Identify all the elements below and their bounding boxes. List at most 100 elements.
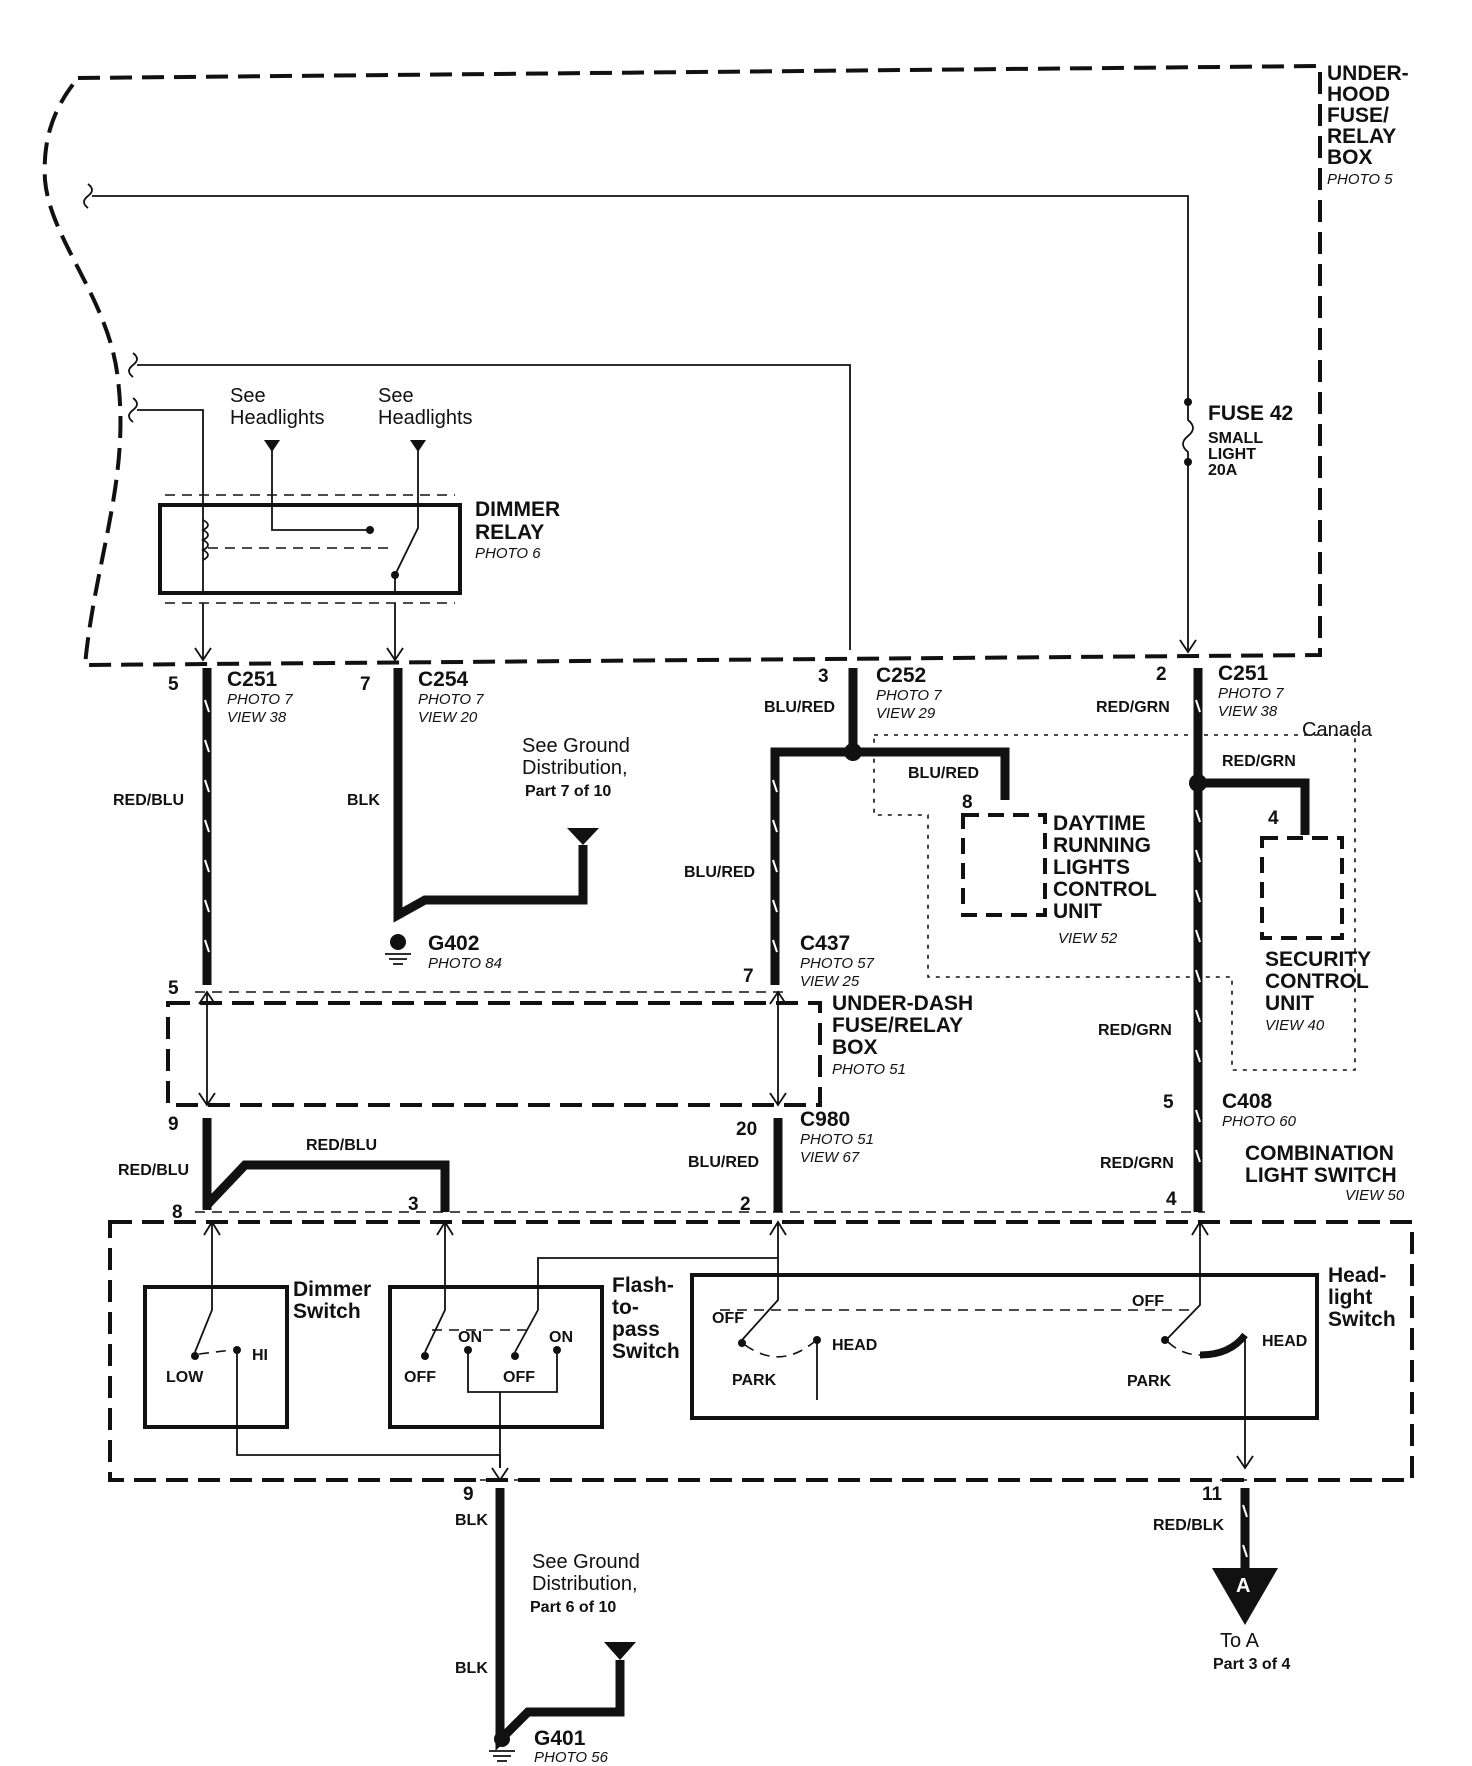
svg-text:3: 3 xyxy=(818,666,829,687)
dimmer-switch-arrow xyxy=(203,1220,221,1236)
svg-text:C254: C254 xyxy=(418,668,469,691)
flash-off-2: OFF xyxy=(503,1369,535,1386)
headlight-arrow-right xyxy=(1191,1220,1209,1236)
underhood-box-label: UNDER- HOOD FUSE/ RELAY BOX PHOTO 5 xyxy=(1327,62,1409,188)
connector-c408: 5 C408 PHOTO 60 xyxy=(1163,1090,1297,1130)
svg-text:SMALL: SMALL xyxy=(1208,430,1263,447)
svg-text:CONTROL: CONTROL xyxy=(1053,878,1157,901)
underdash-internal-blu-red xyxy=(769,990,787,1107)
dimmer-switch-box xyxy=(143,1285,289,1429)
svg-text:RELAY: RELAY xyxy=(475,521,544,544)
svg-text:Flash-: Flash- xyxy=(612,1274,674,1297)
svg-text:UNDER-DASH: UNDER-DASH xyxy=(832,992,973,1015)
relay-contact-2 xyxy=(391,571,399,579)
svg-text:5: 5 xyxy=(1163,1092,1174,1113)
wire-red-blk-ticks xyxy=(1242,1504,1248,1558)
connector-c437: C437 PHOTO 57 VIEW 25 7 xyxy=(743,932,875,990)
feed-line-low xyxy=(137,409,204,495)
svg-text:PHOTO 60: PHOTO 60 xyxy=(1222,1113,1297,1130)
svg-text:VIEW 38: VIEW 38 xyxy=(227,709,287,726)
svg-text:Distribution,: Distribution, xyxy=(522,757,628,779)
feed-line-mid xyxy=(137,364,851,650)
svg-text:To A: To A xyxy=(1220,1630,1260,1652)
svg-text:FUSE/RELAY: FUSE/RELAY xyxy=(832,1014,963,1037)
svg-text:Switch: Switch xyxy=(293,1300,361,1323)
svg-text:VIEW 67: VIEW 67 xyxy=(800,1149,860,1166)
svg-text:FUSE/: FUSE/ xyxy=(1327,104,1389,127)
label-red-blu-3: RED/BLU xyxy=(306,1137,377,1154)
svg-text:BOX: BOX xyxy=(1327,146,1373,169)
svg-text:C251: C251 xyxy=(1218,662,1269,685)
combo-switch-outline xyxy=(108,1220,1414,1482)
svg-text:See Ground: See Ground xyxy=(532,1551,640,1573)
see-headlights-right: See Headlights xyxy=(378,385,473,429)
headlight-switch-wiring-right xyxy=(1167,1222,1246,1468)
svg-text:COMBINATION: COMBINATION xyxy=(1245,1142,1394,1165)
svg-text:DIMMER: DIMMER xyxy=(475,498,560,521)
wire-red-grn-to-security xyxy=(1198,778,1310,835)
dimmer-switch-label: Dimmer Switch xyxy=(293,1278,371,1323)
flash-on-1: ON xyxy=(458,1329,482,1346)
svg-text:CONTROL: CONTROL xyxy=(1265,970,1369,993)
pin-8: 8 xyxy=(172,1202,183,1223)
svg-text:PHOTO 7: PHOTO 7 xyxy=(227,691,293,708)
svg-text:RUNNING: RUNNING xyxy=(1053,834,1151,857)
relay-contact-1 xyxy=(366,526,374,534)
hl-head-left: HEAD xyxy=(832,1337,877,1354)
ground-note-part7: See Ground Distribution, Part 7 of 10 xyxy=(522,735,630,800)
flash-switch-box xyxy=(388,1285,604,1429)
pin-9-bottom: 9 xyxy=(463,1484,474,1505)
svg-text:RELAY: RELAY xyxy=(1327,125,1396,148)
svg-text:BOX: BOX xyxy=(832,1036,878,1059)
relay-arrow-right xyxy=(386,647,404,662)
svg-text:SECURITY: SECURITY xyxy=(1265,948,1371,971)
svg-text:2: 2 xyxy=(1156,664,1167,685)
canada-label: Canada xyxy=(1302,719,1373,741)
svg-text:Distribution,: Distribution, xyxy=(532,1573,638,1595)
label-red-blu-1: RED/BLU xyxy=(113,792,184,809)
label-blu-red-4: BLU/RED xyxy=(688,1154,759,1171)
svg-text:LIGHT SWITCH: LIGHT SWITCH xyxy=(1245,1164,1397,1187)
svg-text:See: See xyxy=(378,385,414,407)
svg-text:UNDER-: UNDER- xyxy=(1327,62,1409,85)
hl-park-contact-right xyxy=(1161,1336,1169,1344)
dimmer-hi-label: HI xyxy=(252,1347,268,1364)
svg-text:PHOTO 7: PHOTO 7 xyxy=(1218,685,1284,702)
label-red-grn-3: RED/GRN xyxy=(1098,1022,1172,1039)
svg-text:Headlights: Headlights xyxy=(230,407,325,429)
svg-text:HOOD: HOOD xyxy=(1327,83,1390,106)
svg-text:LIGHT: LIGHT xyxy=(1208,446,1256,463)
flash-contact-2 xyxy=(464,1346,472,1354)
hl-head-contact-left xyxy=(813,1336,821,1344)
pin-2: 2 xyxy=(740,1194,751,1215)
svg-text:PHOTO 51: PHOTO 51 xyxy=(800,1131,874,1148)
dimmer-hi-contact xyxy=(233,1346,241,1354)
svg-text:C408: C408 xyxy=(1222,1090,1273,1113)
label-red-blk: RED/BLK xyxy=(1153,1517,1225,1534)
svg-text:Dimmer: Dimmer xyxy=(293,1278,371,1301)
dimmer-relay-box xyxy=(158,503,462,595)
dimmer-relay-label: DIMMER RELAY PHOTO 6 xyxy=(475,498,560,562)
underdash-box-label: UNDER-DASH FUSE/RELAY BOX PHOTO 51 xyxy=(832,992,973,1078)
hl-park-left: PARK xyxy=(732,1372,777,1389)
connector-c254: 7 C254 PHOTO 7 VIEW 20 xyxy=(360,668,484,726)
svg-text:4: 4 xyxy=(1268,808,1279,829)
svg-text:Headlights: Headlights xyxy=(378,407,473,429)
hl-head-right: HEAD xyxy=(1262,1333,1307,1350)
flash-contact-4 xyxy=(553,1346,561,1354)
svg-text:VIEW 25: VIEW 25 xyxy=(800,973,860,990)
connector-c980: 20 C980 PHOTO 51 VIEW 67 xyxy=(736,1108,874,1166)
svg-text:UNIT: UNIT xyxy=(1053,900,1102,923)
ground-lead-part7 xyxy=(567,828,599,845)
wire-red-blu-ticks xyxy=(204,699,210,953)
label-red-grn-2: RED/GRN xyxy=(1222,753,1296,770)
svg-text:to-: to- xyxy=(612,1296,639,1319)
svg-text:PHOTO 57: PHOTO 57 xyxy=(800,955,875,972)
dimmer-low-contact xyxy=(191,1352,199,1360)
svg-text:VIEW 20: VIEW 20 xyxy=(418,709,478,726)
svg-text:C437: C437 xyxy=(800,932,850,955)
ground-g402: G402 PHOTO 84 xyxy=(385,932,502,972)
headlight-arrow-right xyxy=(410,440,426,452)
svg-text:20: 20 xyxy=(736,1119,757,1140)
svg-text:VIEW 52: VIEW 52 xyxy=(1058,930,1118,947)
